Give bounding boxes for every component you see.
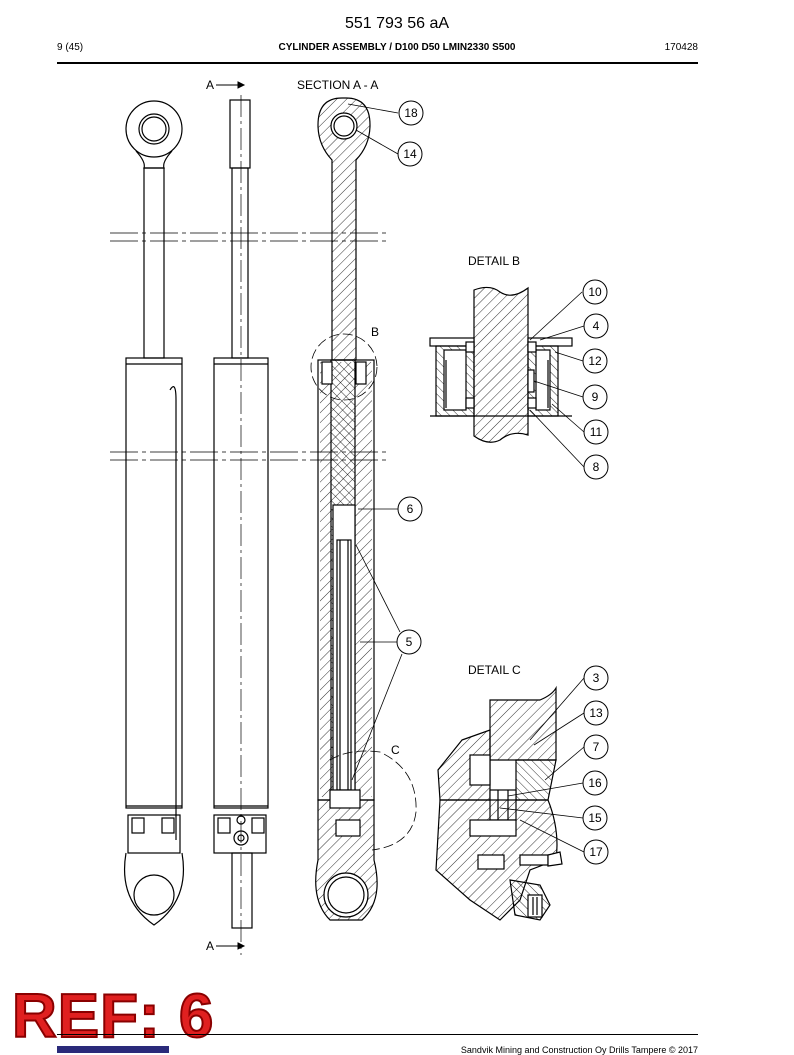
callout-15-label: 15	[588, 811, 602, 825]
callout-3: 3	[583, 665, 609, 691]
section-marker-top: A	[206, 78, 214, 92]
detail-c-view	[435, 685, 563, 921]
callout-15: 15	[582, 805, 608, 831]
page-number: 9 (45)	[57, 42, 84, 53]
callout-10: 10	[582, 279, 608, 305]
callout-8: 8	[583, 454, 609, 480]
detail-b-view	[429, 286, 573, 443]
callout-5: 5	[396, 629, 422, 655]
callout-8-label: 8	[593, 460, 600, 474]
document-date: 170428	[664, 42, 698, 53]
callout-7-label: 7	[593, 740, 600, 754]
document-subtitle: CYLINDER ASSEMBLY / D100 D50 LMIN2330 S5…	[278, 42, 516, 53]
callout-9: 9	[582, 384, 608, 410]
section-marker-bottom: A	[206, 939, 214, 953]
callout-16-label: 16	[588, 776, 602, 790]
callout-11: 11	[583, 419, 609, 445]
callout-17: 17	[583, 839, 609, 865]
callout-14-label: 14	[403, 147, 417, 161]
callout-16: 16	[582, 770, 608, 796]
callout-7: 7	[583, 734, 609, 760]
section-title: SECTION A - A	[297, 78, 378, 92]
ref-stamp: REF: 6	[11, 982, 215, 1051]
callout-4: 4	[583, 313, 609, 339]
callout-13-label: 13	[589, 706, 603, 720]
section-view	[315, 97, 378, 921]
callout-17-label: 17	[589, 845, 603, 859]
detail-c-circle	[329, 750, 417, 851]
callout-10-label: 10	[588, 285, 602, 299]
callout-12-label: 12	[588, 354, 602, 368]
detail-c-marker: C	[391, 743, 400, 757]
callout-6: 6	[397, 496, 423, 522]
side-view-cylinder	[123, 100, 185, 926]
section-a-markers	[216, 81, 246, 950]
detail-c-title: DETAIL C	[468, 663, 521, 677]
callout-11-label: 11	[590, 425, 603, 439]
callout-13: 13	[583, 700, 609, 726]
detail-b-title: DETAIL B	[468, 254, 520, 268]
footer-copyright: Sandvik Mining and Construction Oy Drill…	[460, 1045, 698, 1055]
callout-12: 12	[582, 348, 608, 374]
detail-b-marker: B	[371, 325, 379, 339]
document-number: 551 793 56 aA	[344, 15, 450, 32]
callout-6-label: 6	[407, 502, 414, 516]
callout-3-label: 3	[593, 671, 600, 685]
callout-14: 14	[397, 141, 423, 167]
header-rule	[57, 62, 698, 64]
footer-rule	[57, 1034, 698, 1035]
company-logo	[57, 1046, 169, 1053]
callout-leaders	[347, 103, 585, 853]
callout-18: 18	[398, 100, 424, 126]
callout-9-label: 9	[592, 390, 599, 404]
callout-4-label: 4	[593, 319, 600, 333]
callout-5-label: 5	[406, 635, 413, 649]
detail-b-circle	[310, 333, 378, 401]
callout-18-label: 18	[404, 106, 418, 120]
